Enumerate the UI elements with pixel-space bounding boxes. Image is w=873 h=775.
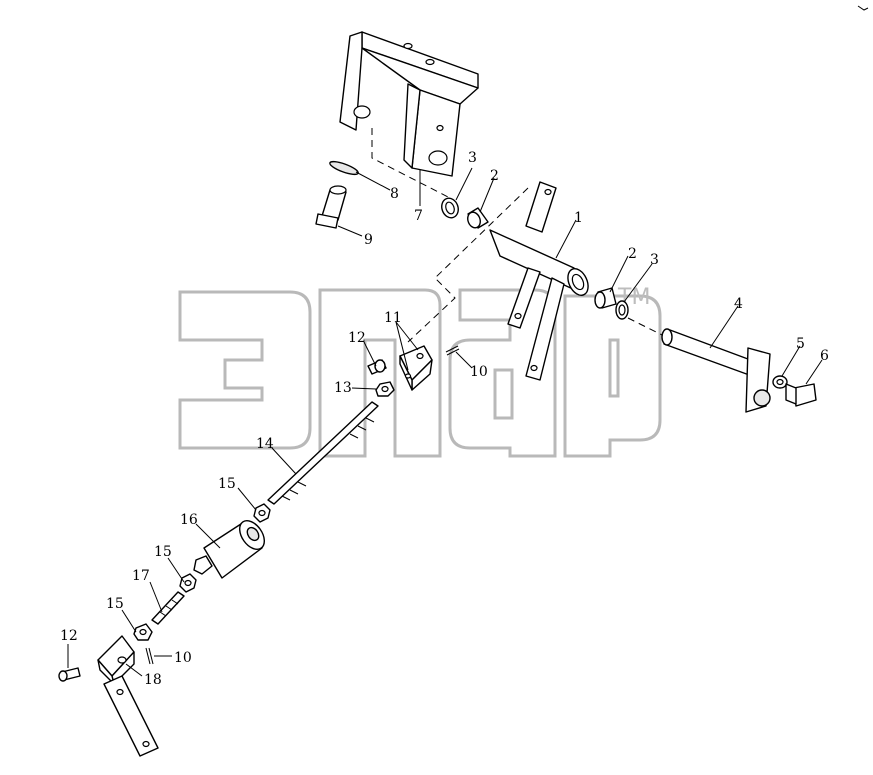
callout-10-upper: 10	[470, 364, 488, 380]
callout-13: 13	[334, 380, 352, 396]
part-threaded-stud	[151, 591, 185, 625]
part-pedal-lever	[489, 181, 589, 381]
part-cotter-pin-upper	[445, 345, 460, 356]
corner-mark	[857, 5, 869, 11]
callout-11: 11	[384, 310, 402, 326]
part-bolt-6	[785, 383, 817, 407]
callout-12-lower: 12	[60, 628, 78, 644]
part-bushing-upper	[467, 207, 489, 229]
part-clevis-upper	[399, 345, 433, 391]
part-nut-15-top	[253, 503, 271, 523]
callout-14: 14	[256, 436, 274, 452]
callout-18: 18	[144, 672, 162, 688]
part-washer-5	[772, 375, 788, 389]
part-clevis-pin-upper	[367, 359, 387, 375]
watermark-letter-e	[178, 290, 312, 450]
assembly-line-bracket	[371, 128, 451, 199]
callout-3-lower: 3	[650, 252, 659, 268]
callout-3-upper: 3	[468, 150, 477, 166]
callout-4: 4	[734, 296, 743, 312]
part-nut-13	[375, 381, 395, 397]
callout-5: 5	[796, 336, 805, 352]
part-threaded-rod	[267, 401, 379, 505]
part-retaining-ring-upper	[441, 197, 459, 219]
assembly-line-shaft	[627, 317, 669, 339]
leader-lines	[67, 167, 823, 677]
part-bolt-9	[315, 185, 347, 229]
callout-9: 9	[364, 232, 373, 248]
part-link-plate	[103, 675, 159, 757]
part-nut-15-lower	[133, 623, 153, 641]
part-damper	[193, 519, 266, 579]
callout-17: 17	[132, 568, 150, 584]
part-retaining-ring-lower	[615, 300, 629, 320]
watermark-letter-p1	[318, 288, 442, 458]
callout-2-lower: 2	[628, 246, 637, 262]
callout-10-lower: 10	[174, 650, 192, 666]
callout-15-top: 15	[218, 476, 236, 492]
callout-1: 1	[574, 210, 583, 226]
callout-12-upper: 12	[348, 330, 366, 346]
part-clevis-pin-lower	[58, 667, 81, 682]
part-spring-washer	[329, 160, 359, 176]
part-clevis-lower	[97, 635, 135, 685]
part-nut-15-middle	[179, 573, 197, 593]
callout-6: 6	[820, 348, 829, 364]
watermark-letter-p2	[563, 294, 662, 458]
callout-16: 16	[180, 512, 198, 528]
assembly-line-pedal	[407, 187, 529, 343]
part-shaft	[661, 328, 771, 413]
callout-7: 7	[414, 208, 423, 224]
callout-15-middle: 15	[154, 544, 172, 560]
part-bracket	[339, 31, 479, 177]
callout-labels: 1 2 3 2 3 4 5 6 7 8 9 10 11 12 13 14 15 …	[60, 150, 829, 688]
callout-2-upper: 2	[490, 168, 499, 184]
part-bushing-lower	[594, 287, 617, 309]
callout-15-lower: 15	[106, 596, 124, 612]
part-cotter-pin-lower	[145, 647, 154, 665]
callout-8: 8	[390, 186, 399, 202]
